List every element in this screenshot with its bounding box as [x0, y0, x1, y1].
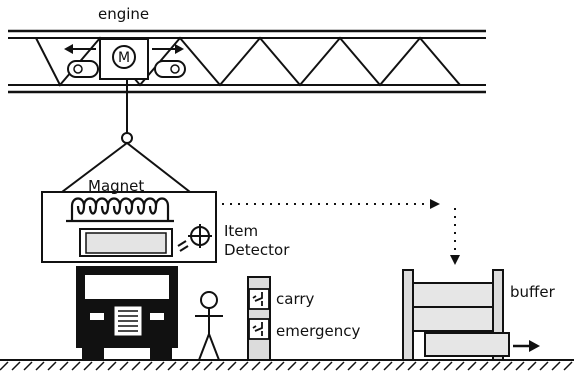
- truck-icon: [76, 266, 178, 360]
- carry-label: carry: [276, 290, 315, 308]
- motor-letter: M: [118, 50, 130, 66]
- item-detector-label-line1: Item: [224, 222, 258, 240]
- hook-ring-icon: [121, 132, 133, 144]
- person-icon: [195, 291, 223, 361]
- output-arrow-icon: [513, 340, 540, 352]
- sensor-icon: [177, 224, 212, 252]
- ground: [0, 359, 574, 371]
- buffer-rack: [402, 269, 510, 361]
- carry-switch-icon: [248, 288, 270, 310]
- emergency-switch-icon: [248, 318, 270, 340]
- coil-icon: [66, 197, 174, 223]
- magnet-label: Magnet: [88, 177, 144, 195]
- right-arrow-icon: [152, 44, 184, 54]
- emergency-label: emergency: [276, 322, 360, 340]
- item-detector-label-line2: Detector: [224, 241, 290, 259]
- truss-rail: [8, 29, 486, 94]
- engine-label: engine: [98, 5, 149, 23]
- buffer-label: buffer: [510, 283, 556, 301]
- dotted-path-arrow-icon: [222, 199, 460, 265]
- motor-icon: M: [112, 45, 136, 69]
- carried-item-fill: [85, 232, 167, 254]
- left-arrow-icon: [64, 44, 96, 54]
